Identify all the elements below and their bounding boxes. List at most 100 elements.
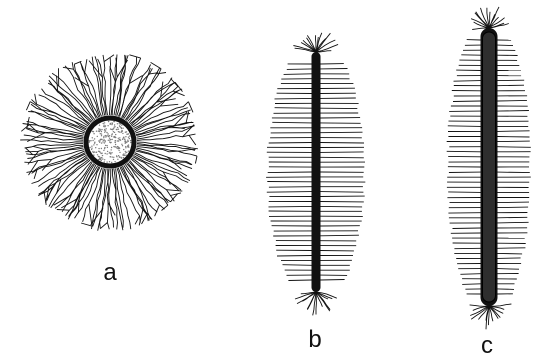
core-stipple-dot <box>102 141 103 142</box>
rod-hair-left <box>448 192 480 193</box>
core-stipple-dot <box>96 144 97 145</box>
rod-hair-right <box>321 235 359 236</box>
radial-hair <box>31 99 86 128</box>
core-stipple-dot <box>106 145 107 146</box>
core-stipple-dot <box>96 131 97 132</box>
core-stipple-dot <box>99 142 100 143</box>
branch-hair <box>135 216 140 225</box>
core-stipple-dot <box>97 154 98 155</box>
core-stipple-dot <box>109 138 110 139</box>
core-stipple-dot <box>112 133 113 134</box>
core-stipple-dot <box>113 159 114 160</box>
core-stipple-dot <box>118 148 119 149</box>
branch-hair <box>26 102 30 111</box>
panel-b-rod-particle <box>266 33 365 316</box>
branch-hair <box>100 223 107 229</box>
core-stipple-dot <box>118 147 119 148</box>
rod-hair-right <box>498 45 514 46</box>
core-stipple-dot <box>120 123 121 124</box>
core-stipple-dot <box>107 125 108 126</box>
branch-hair <box>117 60 127 77</box>
core-stipple-dot <box>103 137 104 138</box>
rod-hair-left <box>288 280 311 281</box>
core-stipple-dot <box>107 151 108 152</box>
core-stipple-dot <box>129 138 130 139</box>
core-stipple-dot <box>103 136 104 137</box>
core-stipple-dot <box>104 147 105 148</box>
rod-hair-right <box>498 258 521 259</box>
core-stipple-dot <box>125 146 126 147</box>
core-stipple-dot <box>101 139 102 140</box>
core-stipple-dot <box>115 142 116 143</box>
core-stipple-dot <box>123 149 124 150</box>
rod-hair-left <box>275 98 312 99</box>
core-stipple-dot <box>111 149 112 150</box>
core-stipple-dot <box>105 136 106 137</box>
core-stipple-dot <box>105 145 106 146</box>
core-stipple-dot <box>113 131 114 132</box>
rod-core-inner <box>483 32 496 302</box>
core-stipple-dot <box>126 131 127 132</box>
branch-hair <box>89 204 92 225</box>
core-stipple-dot <box>104 161 105 162</box>
rod-hair-right <box>498 85 525 86</box>
rod-hair-right <box>321 206 363 207</box>
core-stipple-dot <box>98 148 99 149</box>
core-stipple-dot <box>128 151 129 152</box>
radial-hair <box>128 83 175 122</box>
rod-hair-left <box>269 206 312 207</box>
core-stipple-dot <box>123 153 124 154</box>
core-stipple-dot <box>119 123 120 124</box>
rod-hair-right <box>498 248 526 249</box>
branch-hair <box>170 193 181 196</box>
core-stipple-dot <box>92 137 93 138</box>
panel-label-c: c <box>481 332 493 355</box>
rod-hair-left <box>447 151 481 152</box>
core-stipple-dot <box>91 148 92 149</box>
core-stipple-dot <box>89 140 90 141</box>
core-stipple-dot <box>113 128 114 129</box>
core-stipple-dot <box>118 140 119 141</box>
core-stipple-dot <box>121 132 122 133</box>
core-stipple-dot <box>118 155 119 156</box>
core-stipple-dot <box>94 151 95 152</box>
rod-end-tuft <box>316 33 322 52</box>
core-stipple-dot <box>105 135 106 136</box>
core-stipple-dot <box>121 128 122 129</box>
rod-hair-left <box>453 101 481 102</box>
rod-hair-left <box>453 228 481 229</box>
branch-hair <box>129 55 140 58</box>
rod-hair-left <box>269 143 312 144</box>
core-stipple-dot <box>111 136 112 137</box>
core-stipple-dot <box>119 131 120 132</box>
core-stipple-dot <box>115 144 116 145</box>
core-stipple-dot <box>119 125 120 126</box>
core-stipple-dot <box>101 131 102 132</box>
radial-hair <box>120 57 137 117</box>
core-stipple-dot <box>121 157 122 158</box>
rod-hair-right <box>498 207 529 208</box>
core-stipple-dot <box>118 150 119 151</box>
core-stipple-dot <box>109 152 110 153</box>
core-stipple-dot <box>102 155 103 156</box>
core-stipple-dot <box>93 144 94 145</box>
core-stipple-dot <box>113 146 114 147</box>
rod-hair-left <box>462 284 480 285</box>
core-stipple-dot <box>108 140 109 141</box>
core-stipple-dot <box>99 125 100 126</box>
panel-label-a: a <box>103 259 117 286</box>
core-stipple-dot <box>108 121 109 122</box>
core-stipple-dot <box>111 147 112 148</box>
core-stipple-dot <box>104 159 105 160</box>
core-stipple-dot <box>124 155 125 156</box>
rod-hair-left <box>460 274 480 275</box>
rod-hair-right <box>321 192 364 193</box>
branch-hair <box>142 214 148 224</box>
core-stipple-dot <box>129 135 130 136</box>
core-stipple-dot <box>117 127 118 128</box>
core-stipple-dot <box>119 137 120 138</box>
rod-hair-left <box>272 122 311 123</box>
core-stipple-dot <box>94 138 95 139</box>
core-stipple-dot <box>98 151 99 152</box>
core-stipple-dot <box>107 133 108 134</box>
